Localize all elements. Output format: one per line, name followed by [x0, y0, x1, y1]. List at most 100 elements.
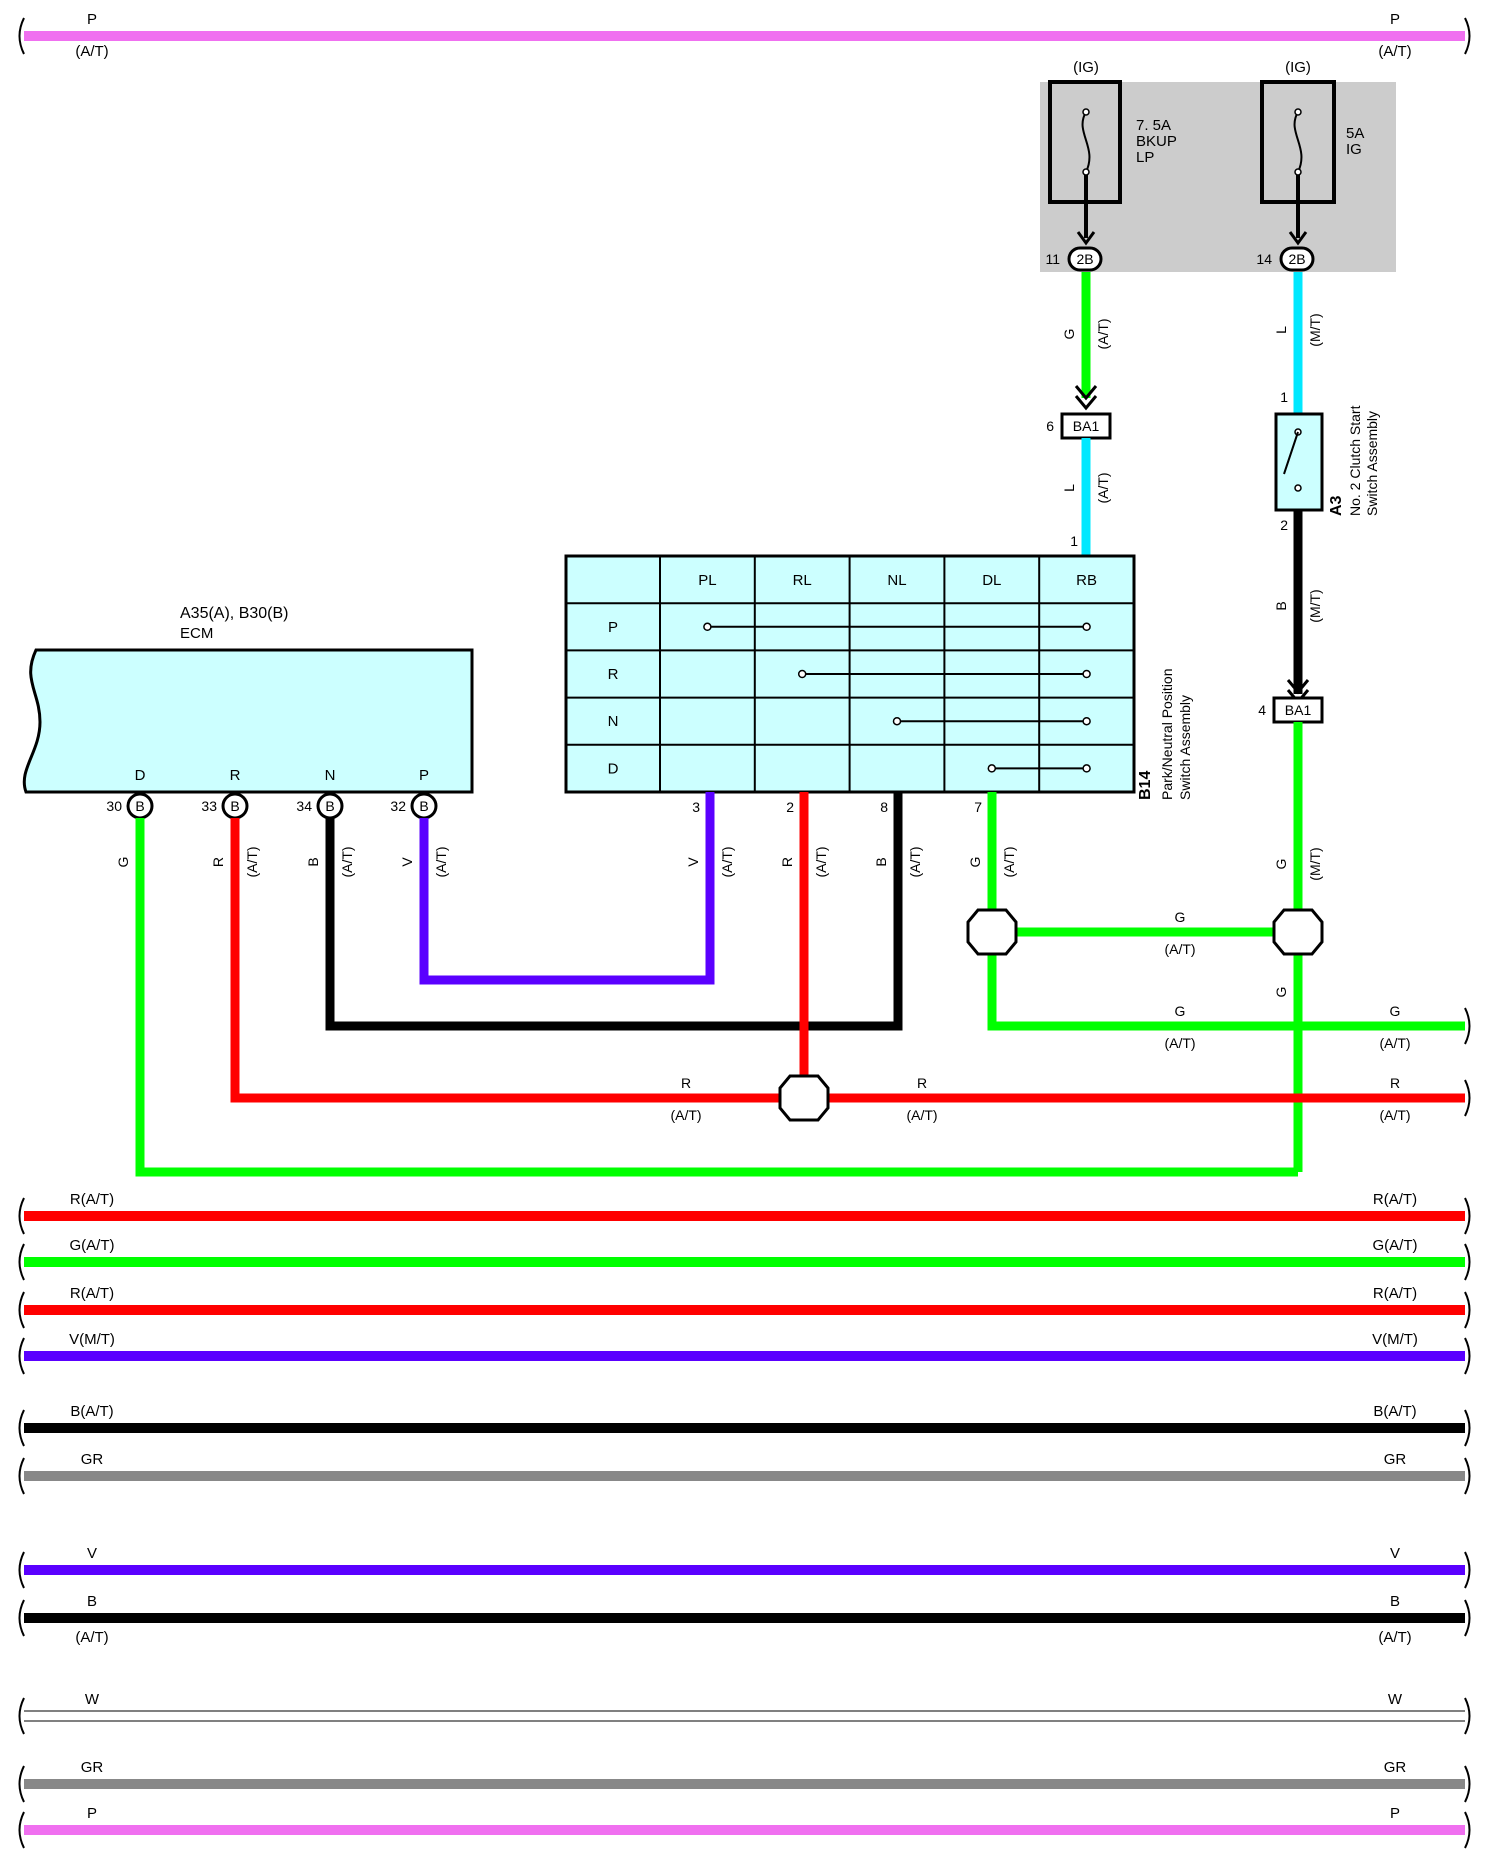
connector-label: BA1: [1285, 702, 1312, 718]
ecm-pin-connector: B: [135, 798, 144, 814]
pn-switch-pin-8: 8: [880, 799, 888, 815]
wire-label: G: [1061, 329, 1077, 340]
pn-row-header: D: [608, 760, 619, 777]
wire-bus: R(A/T)R(A/T): [18, 1191, 1471, 1235]
arrow-down-icon: [1076, 231, 1096, 246]
bus-right-bracket-icon: [1464, 1811, 1471, 1849]
bus-right-label: GR: [1384, 1451, 1407, 1468]
arrow-down-icon: [1288, 231, 1308, 246]
wire-note: (A/T): [1164, 1035, 1195, 1051]
pn-switch-pin-7: 7: [974, 799, 982, 815]
connector-pin: 4: [1258, 702, 1266, 718]
bus-right-label: GR: [1384, 1759, 1407, 1776]
wire-label: G: [967, 857, 983, 868]
pn-column-header: DL: [982, 572, 1001, 589]
fuse1-wiring: G (A/T) BA1 6 L (A/T): [1046, 272, 1112, 556]
wire-bus: GR GR: [18, 1451, 1471, 1495]
fuse-symbol-icon: [1081, 111, 1091, 173]
bus-left-bracket-icon: [18, 1551, 25, 1589]
bus-right-label: R(A/T): [1373, 1285, 1417, 1302]
ecm-name: ECM: [180, 625, 213, 642]
wire-label: G: [1273, 987, 1289, 998]
ecm-pin-r: R B 33: [201, 767, 249, 820]
wire-end-bracket-icon: [1464, 1079, 1471, 1117]
pn-switch-name-line2: Switch Assembly: [1177, 695, 1193, 800]
bus-left-bracket-icon: [18, 1197, 25, 1235]
connector-pin: 6: [1046, 418, 1054, 434]
fuse2-wiring: L (M/T) 1 2 A3 No. 2 Clutch Start Switch…: [1258, 272, 1380, 1172]
ecm-pin-number: 34: [296, 798, 312, 814]
wire-note: (A/T): [907, 846, 923, 877]
wire-b: [325, 792, 903, 1031]
fuse-terminal-icon: [1294, 108, 1302, 116]
bus-left-label: V(M/T): [69, 1331, 115, 1348]
pn-column-header: RB: [1076, 572, 1097, 589]
bus-left-bracket-icon: [18, 1457, 25, 1495]
bus-right-bracket-icon: [1464, 1551, 1471, 1589]
bus-right-bracket-icon: [1464, 1457, 1471, 1495]
connector-label: BA1: [1073, 418, 1100, 434]
pn-switch-code: B14: [1137, 771, 1154, 800]
bus-left-label: W: [85, 1691, 100, 1708]
splice-point-icon: [1272, 908, 1324, 956]
ecm-pin-d: D B 30: [106, 767, 154, 820]
pn-contact-icon: [1082, 669, 1091, 679]
lower-wiring: V (A/T) V (A/T) B (A/T) B (A/T) R (A/T) …: [115, 792, 1471, 1177]
connector-ba1-4: [1272, 696, 1324, 724]
wire-label: R: [779, 857, 795, 867]
bus-right-note: (A/T): [1378, 1629, 1411, 1646]
ecm-pin-n: N B 34: [296, 767, 344, 820]
wire-note: (M/T): [1307, 847, 1323, 880]
bus-right-label: V(M/T): [1372, 1331, 1418, 1348]
fuse-rating-line2: IG: [1346, 141, 1362, 158]
pn-switch-pin-top: 1: [1070, 533, 1078, 549]
wire-note: (M/T): [1307, 313, 1323, 346]
wire-note: (A/T): [433, 846, 449, 877]
fuse-rating-line1: 7. 5A: [1136, 117, 1171, 134]
pn-contact-icon: [1082, 716, 1091, 726]
wire-note: (A/T): [906, 1107, 937, 1123]
splice-point-icon: [778, 1074, 830, 1122]
bus-left-bracket-icon: [18, 1811, 25, 1849]
ecm-pin-connector: B: [419, 798, 428, 814]
ecm-pin-label: P: [419, 767, 429, 784]
bus-right-label: V: [1390, 1545, 1400, 1562]
wire-label: G: [1390, 1003, 1401, 1019]
fuse-tag: (IG): [1073, 59, 1099, 76]
bus-left-label: B: [87, 1593, 97, 1610]
bus-left-note: (A/T): [75, 1629, 108, 1646]
connector-2b: [1279, 246, 1315, 272]
bus-left-bracket-icon: [18, 1697, 25, 1735]
fuse-terminal-icon: [1294, 168, 1302, 176]
wire-label: G: [1175, 1003, 1186, 1019]
bus-left-label: GR: [81, 1451, 104, 1468]
pn-row-header: N: [608, 713, 619, 730]
wire-bus: B(A/T)B(A/T): [18, 1403, 1471, 1447]
wire-note: (A/T): [339, 846, 355, 877]
bus-left-label: R(A/T): [70, 1191, 114, 1208]
connector-arrow-icon: [1074, 385, 1098, 411]
connector-ba1-6: [1060, 412, 1112, 440]
fuse-terminal-icon: [1082, 168, 1090, 176]
wire-g: [135, 818, 1298, 1177]
ecm-pin-label: R: [230, 767, 241, 784]
connector-2b: [1067, 246, 1103, 272]
bus-right-bracket-icon: [1464, 17, 1471, 55]
wire-bus: G(A/T)G(A/T): [18, 1237, 1471, 1281]
wire-label: B: [1273, 601, 1289, 610]
wire-label: G: [115, 857, 131, 868]
bus-right-bracket-icon: [1464, 1337, 1471, 1375]
ecm-pin-p: P B 32: [390, 767, 438, 820]
fuse-terminal-icon: [1082, 108, 1090, 116]
wire-note: (M/T): [1307, 589, 1323, 622]
ecm-pin-number: 30: [106, 798, 122, 814]
switch-name-line2: Switch Assembly: [1364, 411, 1380, 516]
wire-note: (A/T): [1164, 941, 1195, 957]
pn-contact-icon: [1082, 622, 1091, 632]
fuse-tag: (IG): [1285, 59, 1311, 76]
